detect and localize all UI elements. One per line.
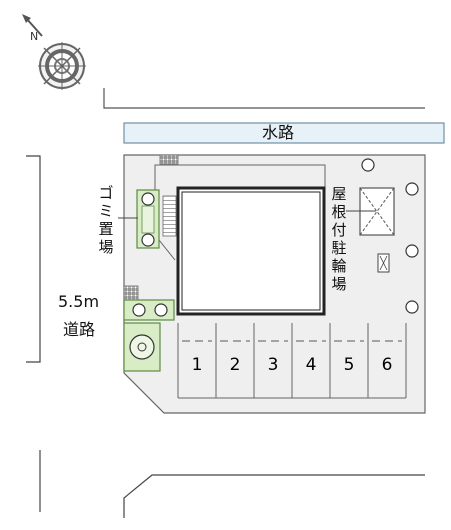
road-width-label: 5.5m <box>58 292 100 311</box>
tree-icon <box>129 334 155 360</box>
road-bracket <box>26 155 41 363</box>
parking-slot-number: 5 <box>343 355 355 375</box>
parking-slot-number: 2 <box>229 355 241 375</box>
tree-icon <box>405 182 419 196</box>
trash-bin-icon <box>136 189 160 249</box>
tree-icon <box>361 158 375 172</box>
compass-icon: N <box>22 14 86 90</box>
wall-hatch <box>159 154 179 165</box>
stairs <box>162 195 177 237</box>
waterway <box>123 122 445 144</box>
wall-hatch <box>123 285 139 301</box>
vending-icon <box>377 253 390 273</box>
tree-icon <box>154 303 168 317</box>
parking-slot-number: 6 <box>381 355 393 375</box>
svg-text:N: N <box>30 30 38 43</box>
bike-parking-label: 屋 根 付 駐 輪 場 <box>331 185 347 293</box>
road-edge <box>123 474 425 518</box>
boundary-line <box>103 88 425 109</box>
tree-icon <box>132 303 146 317</box>
parking-slot-number: 1 <box>191 355 203 375</box>
garbage-label: ゴ ミ 置 場 <box>98 184 114 256</box>
waterway-label: 水路 <box>262 123 295 142</box>
road-label: 道路 <box>63 320 96 339</box>
building <box>176 186 326 316</box>
bike-shelter-icon <box>359 187 395 236</box>
parking-slot-number: 4 <box>305 355 317 375</box>
tree-icon <box>405 244 419 258</box>
parking-slot-number: 3 <box>267 355 279 375</box>
building-inner <box>181 191 321 311</box>
tree-icon <box>405 300 419 314</box>
